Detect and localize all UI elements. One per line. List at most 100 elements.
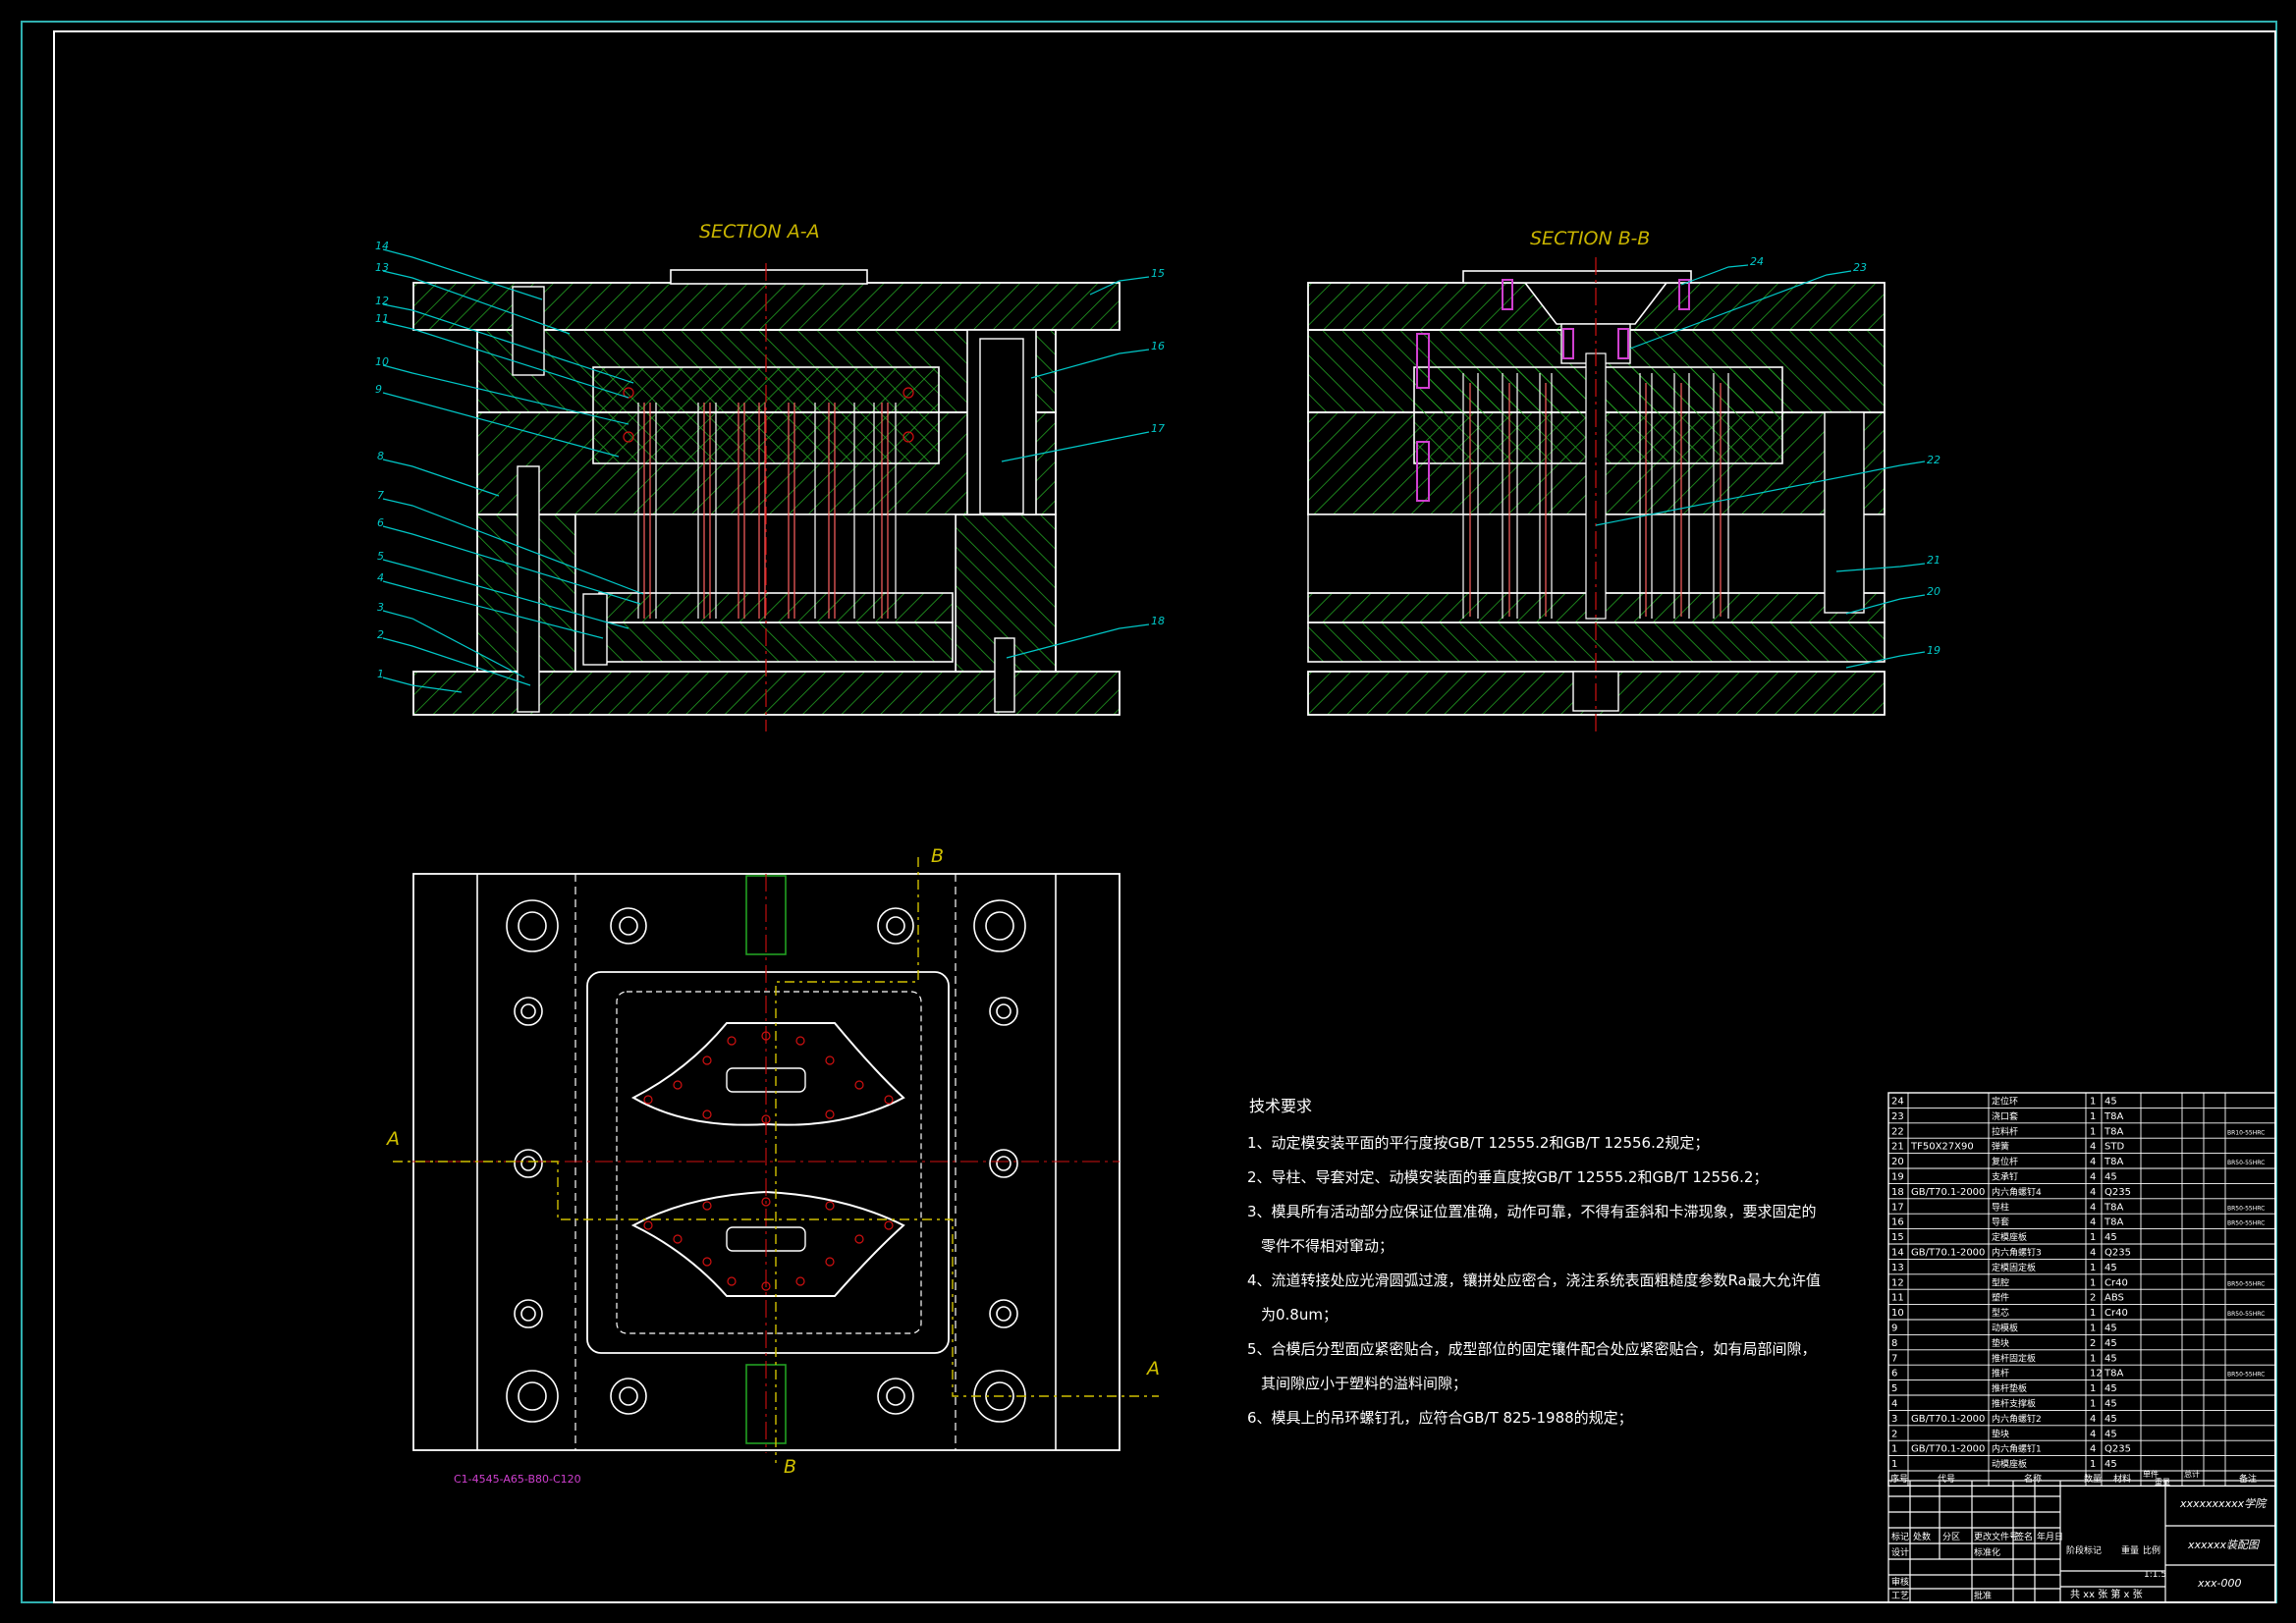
bom-cell-name: 复位杆 — [1992, 1156, 2018, 1167]
bom-cell-note: BR50-55HRC — [2227, 1160, 2265, 1166]
bom-cell-material: T8A — [2104, 1126, 2123, 1137]
bom-cell-qty: 4 — [2090, 1217, 2096, 1228]
bom-header-weight: 重量 — [2155, 1477, 2170, 1487]
bom-cell-no: 24 — [1891, 1097, 1904, 1108]
bom-cell-name: 推杆支撑板 — [1992, 1398, 2036, 1410]
aa-support-block — [582, 593, 608, 666]
bom-cell-name: 塑件 — [1992, 1292, 2009, 1304]
bom-cell-name: 垫块 — [1992, 1337, 2009, 1349]
bom-cell-name: 内六角螺钉3 — [1992, 1247, 2042, 1259]
bom-header-name: 名称 — [2024, 1473, 2042, 1485]
aa-callout: 12 — [375, 295, 389, 307]
section-bb-title: SECTION B-B — [1530, 228, 1650, 249]
bom-header-total-weight: 总计 — [2184, 1469, 2200, 1479]
bom-cell-qty: 4 — [2090, 1429, 2096, 1439]
bb-leaders — [1595, 264, 1926, 669]
tech-requirements: 技术要求 1、动定模安装平面的平行度按GB/T 12555.2和GB/T 125… — [1247, 1097, 1821, 1427]
bom-cell-name: 支承钉 — [1992, 1171, 2018, 1183]
bom-cell-material: 45 — [2105, 1429, 2117, 1439]
plan-note: C1-4545-A65-B80-C120 — [454, 1473, 581, 1486]
bom-cell-name: 导套 — [1992, 1217, 2009, 1228]
section-label-b-top: B — [931, 845, 944, 867]
bom-cell-no: 7 — [1891, 1353, 1897, 1364]
aa-callout: 17 — [1151, 422, 1165, 435]
tech-req-item: 4、流道转接处应光滑圆弧过渡，镶拼处应密合，浇注系统表面粗糙度参数Ra最大允许值 — [1247, 1271, 1821, 1289]
bom-cell-qty: 1 — [2090, 1263, 2096, 1273]
bom-cell-material: 45 — [2105, 1338, 2117, 1349]
tb-scale-label: 比例 — [2143, 1544, 2160, 1556]
bom-cell-name: 导柱 — [1992, 1201, 2009, 1213]
bom-cell-qty: 4 — [2090, 1142, 2096, 1153]
tb-design: 设计 — [1891, 1546, 1909, 1558]
bom-cell-name: 弹簧 — [1992, 1141, 2009, 1153]
bom-cell-name: 内六角螺钉2 — [1992, 1413, 2042, 1425]
bom-header-note: 备注 — [2239, 1473, 2257, 1485]
tb-sign: 签名 — [2015, 1531, 2033, 1542]
bom-cell-material: 45 — [2105, 1414, 2117, 1425]
section-line-b — [775, 857, 919, 1463]
bom-cell-name: 内六角螺钉1 — [1992, 1443, 2042, 1455]
bom-header-code: 代号 — [1938, 1474, 1955, 1485]
section-label-a-right: A — [1145, 1358, 1160, 1380]
bom-cell-qty: 1 — [2090, 1126, 2096, 1137]
bom-cell-name: 推杆 — [1992, 1368, 2009, 1380]
bom-cell-note: BR50-55HRC — [2227, 1280, 2265, 1287]
inner-frame — [53, 30, 2276, 1603]
bom-cell-qty: 1 — [2090, 1459, 2096, 1470]
bom-cell-no: 1 — [1891, 1444, 1897, 1455]
tech-req-heading: 技术要求 — [1249, 1097, 1312, 1115]
bom-cell-material: 45 — [2105, 1399, 2117, 1410]
section-label-a-left: A — [385, 1128, 400, 1150]
bom-cell-name: 拉料杆 — [1992, 1125, 2018, 1137]
tb-zone: 分区 — [1942, 1532, 1960, 1542]
bom-cell-name: 型腔 — [1992, 1276, 2009, 1288]
aa-callout: 18 — [1151, 615, 1165, 627]
aa-ejector-retainer — [598, 592, 954, 623]
bom-cell-code: TF50X27X90 — [1910, 1142, 1974, 1153]
bb-callout: 21 — [1927, 554, 1941, 567]
aa-callout: 9 — [375, 383, 382, 396]
bom-cell-material: 45 — [2105, 1383, 2117, 1394]
bom-cell-material: 45 — [2105, 1232, 2117, 1243]
bom-cell-material: 45 — [2105, 1459, 2117, 1470]
aa-callout: 8 — [377, 450, 384, 462]
bom-cell-qty: 1 — [2090, 1277, 2096, 1288]
bom-cell-no: 23 — [1891, 1111, 1904, 1122]
bom-cell-qty: 4 — [2090, 1157, 2096, 1167]
bom-cell-no: 13 — [1891, 1263, 1904, 1273]
bom-cell-material: Cr40 — [2105, 1277, 2128, 1288]
bom-cell-note: BR50-55HRC — [2227, 1205, 2265, 1212]
bom-cell-material: T8A — [2104, 1369, 2123, 1380]
bom-cell-note: BR50-55HRC — [2227, 1372, 2265, 1379]
bb-callout: 23 — [1853, 261, 1867, 274]
tb-drawing-name: xxxxxx装配图 — [2187, 1539, 2261, 1551]
aa-locating-ring — [670, 269, 868, 285]
aa-bolt-left — [517, 465, 540, 713]
aa-callout: 10 — [375, 355, 389, 368]
bom-cell-no: 14 — [1891, 1248, 1904, 1259]
bom-cell-qty: 1 — [2090, 1399, 2096, 1410]
tb-school: xxxxxxxxxx学院 — [2179, 1497, 2268, 1510]
bom-cell-no: 6 — [1891, 1369, 1897, 1380]
section-bb-view: SECTION B-B — [1307, 228, 1941, 731]
bom-cell-qty: 1 — [2090, 1232, 2096, 1243]
bom-cell-qty: 2 — [2090, 1293, 2096, 1304]
bom-cell-name: 动模板 — [1992, 1323, 2018, 1334]
bom-cell-name: 定模座板 — [1992, 1231, 2027, 1243]
plan-cavity-frame — [586, 971, 950, 1354]
bom-cell-material: 45 — [2105, 1097, 2117, 1108]
tech-req-item: 3、模具所有活动部分应保证位置准确，动作可靠，不得有歪斜和卡滞现象，要求固定的 — [1247, 1203, 1817, 1220]
bom-cell-no: 15 — [1891, 1232, 1904, 1243]
bom-cell-qty: 1 — [2090, 1383, 2096, 1394]
bom-cell-note: BR50-55HRC — [2227, 1220, 2265, 1227]
bom-header-qty: 数量 — [2084, 1473, 2102, 1485]
bom-cell-material: 45 — [2105, 1263, 2117, 1273]
bom-cell-material: 45 — [2105, 1353, 2117, 1364]
bom-cell-name: 定位环 — [1992, 1096, 2018, 1108]
bom-cell-material: T8A — [2104, 1157, 2123, 1167]
bom-cell-no: 4 — [1891, 1399, 1897, 1410]
bom-cell-material: 45 — [2105, 1324, 2117, 1334]
tech-req-item: 5、合模后分型面应紧密贴合，成型部位的固定镶件配合处应紧密贴合，如有局部间隙， — [1247, 1340, 1817, 1358]
tb-process: 工艺 — [1891, 1591, 1909, 1601]
